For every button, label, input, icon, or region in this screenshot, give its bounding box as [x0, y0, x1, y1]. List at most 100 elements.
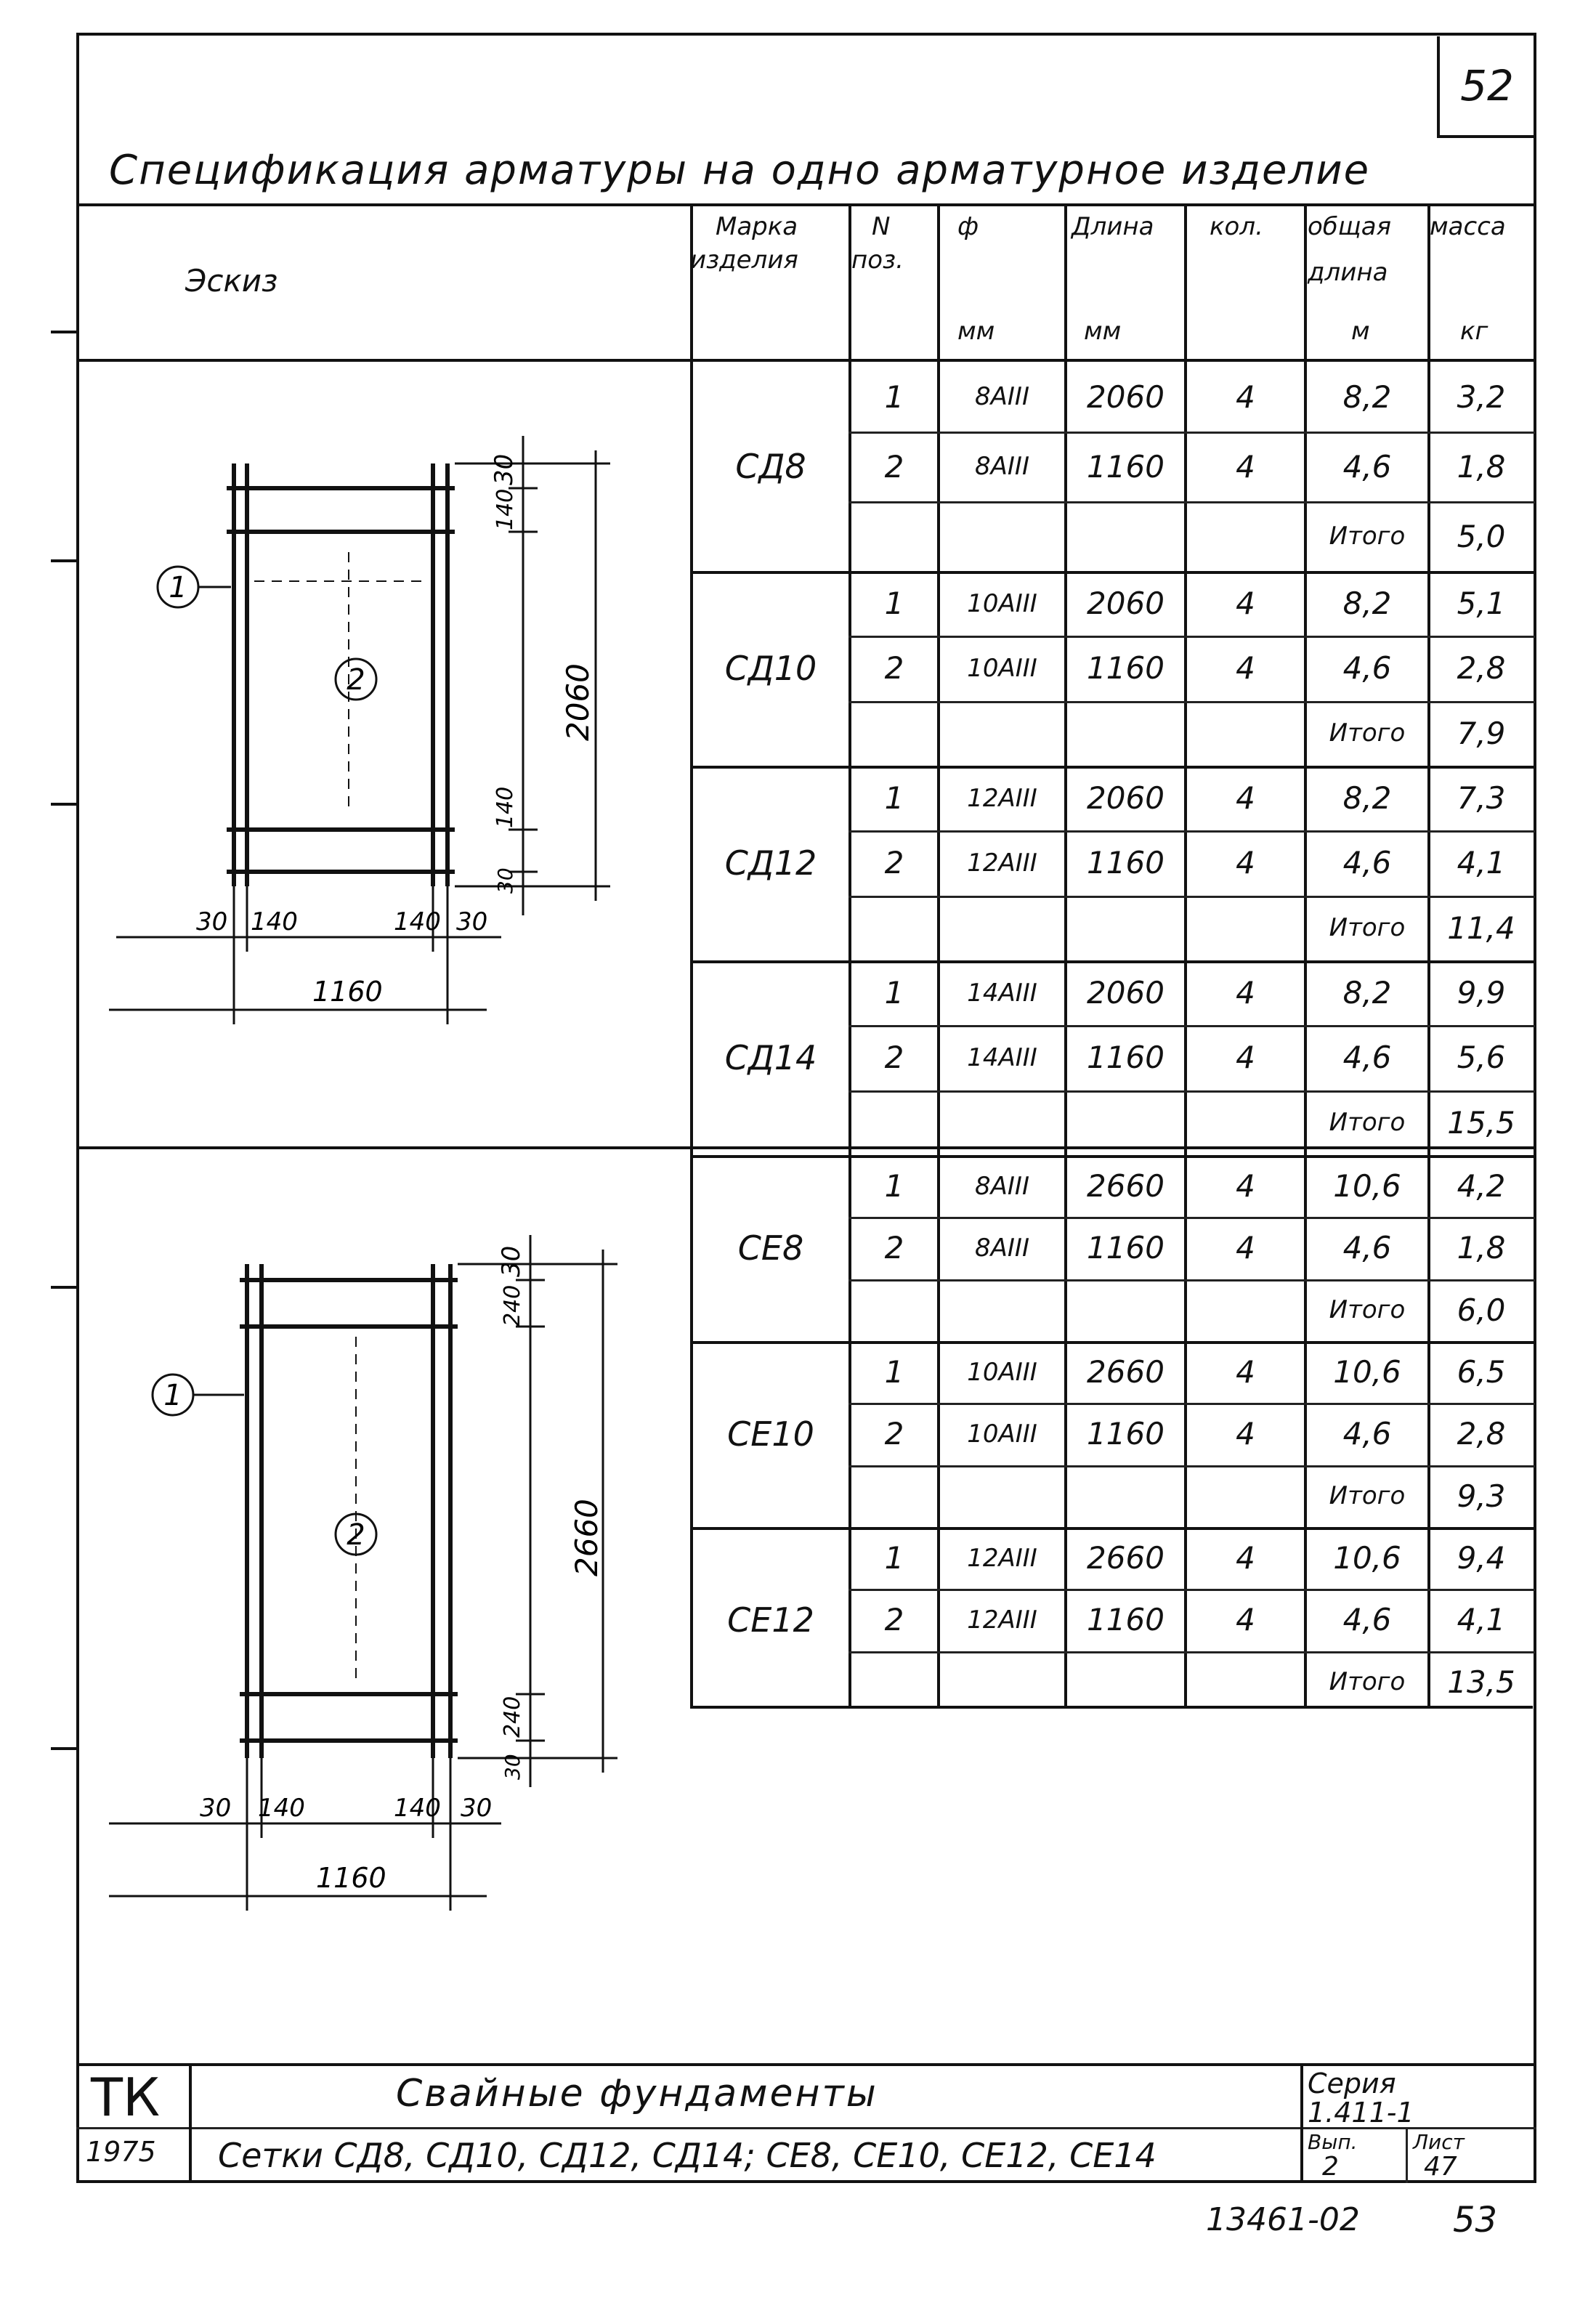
cell-mass: 11,4 — [1447, 910, 1515, 946]
table-top-rule — [76, 203, 1536, 206]
cell-len — [1067, 1651, 1184, 1713]
year: 1975 — [86, 2136, 156, 2168]
cell-pos — [851, 1651, 937, 1713]
cell-pos — [851, 896, 937, 960]
cell-total: 10,6 — [1333, 1540, 1401, 1576]
spec-title: Спецификация арматуры на одно арматурное… — [109, 147, 1371, 194]
cell-total: 10,6 — [1333, 1354, 1401, 1390]
cell-total: Итого — [1329, 1667, 1406, 1697]
cell-total: 4,6 — [1342, 845, 1392, 881]
cell-qty: 4 — [1236, 1040, 1255, 1076]
cell-total: 4,6 — [1342, 448, 1392, 485]
margin-tick — [51, 1747, 78, 1750]
group-mark: СЕ12 — [727, 1600, 814, 1640]
callout-1: 1 — [169, 571, 187, 604]
cell-pos: 2 — [884, 845, 904, 881]
cell-qty: 4 — [1236, 448, 1255, 485]
cell-qty: 4 — [1236, 1230, 1255, 1266]
cell-qty — [1187, 896, 1304, 960]
group-divider — [76, 1146, 1536, 1149]
sheet-name: Сетки СД8, СД10, СД12, СД14; СЕ8, СЕ10, … — [218, 2136, 1157, 2175]
cell-dia: 14AIII — [967, 978, 1037, 1008]
cell-dia: 8AIII — [975, 1233, 1029, 1263]
title-block-top-rule — [76, 2063, 1536, 2066]
cell-dia — [940, 1090, 1064, 1155]
cell-pos — [851, 501, 937, 571]
cell-len: 1160 — [1087, 1416, 1164, 1452]
cell-pos: 1 — [884, 780, 904, 817]
callout-2: 2 — [347, 1518, 365, 1552]
header-len: Длина — [1072, 212, 1154, 241]
cell-qty: 4 — [1236, 1540, 1255, 1576]
dim-bot2: 240 — [500, 1696, 525, 1738]
cell-dia — [940, 1279, 1064, 1341]
col-rule-mark — [690, 203, 693, 1707]
group-rule — [690, 1527, 1535, 1530]
row-rule — [848, 1217, 1535, 1220]
row-rule — [848, 1403, 1535, 1406]
cell-len: 1160 — [1087, 1230, 1164, 1266]
dim-bot2: 140 — [493, 787, 518, 828]
cell-mass: 3,2 — [1457, 378, 1506, 415]
header-mark-2: изделия — [690, 246, 798, 275]
table-bottom-rule — [690, 1706, 1533, 1709]
cell-qty — [1187, 1090, 1304, 1155]
cell-qty: 4 — [1236, 780, 1255, 817]
cell-len: 2060 — [1087, 378, 1164, 415]
cell-dia: 10AIII — [967, 1419, 1037, 1449]
row-rule — [848, 1279, 1535, 1281]
cell-len — [1067, 896, 1184, 960]
col-rule-mass — [1427, 203, 1430, 1707]
dim-w-right-edge: 30 — [456, 907, 487, 936]
group-mark: СЕ10 — [727, 1414, 814, 1454]
footer-page: 53 — [1453, 2200, 1498, 2240]
cell-dia: 8AIII — [975, 1171, 1029, 1201]
cell-len: 2660 — [1087, 1168, 1164, 1204]
issue-label: Вып. — [1308, 2130, 1358, 2154]
cell-qty: 4 — [1236, 586, 1255, 622]
sketch-bottom: 1 2 30 240 2660 240 30 30 140 140 30 116… — [109, 1235, 617, 1911]
cell-len — [1067, 1279, 1184, 1341]
cell-dia: 8AIII — [975, 382, 1029, 411]
cell-len: 2060 — [1087, 586, 1164, 622]
col-rule-len — [1064, 203, 1067, 1707]
header-dia: ф — [957, 212, 979, 241]
cell-len — [1067, 501, 1184, 571]
cell-pos: 1 — [884, 586, 904, 622]
header-total-1: общая — [1308, 212, 1392, 241]
cell-qty: 4 — [1236, 975, 1255, 1011]
cell-mass: 4,1 — [1457, 845, 1506, 881]
header-sketch: Эскиз — [185, 263, 278, 299]
group-mark: СЕ8 — [737, 1228, 804, 1268]
title-block-mid-rule — [76, 2127, 1536, 2129]
dim-width: 1160 — [316, 1862, 386, 1894]
cell-pos: 2 — [884, 448, 904, 485]
cell-pos: 1 — [884, 975, 904, 1011]
row-rule — [848, 830, 1535, 833]
cell-mass: 7,3 — [1457, 780, 1506, 817]
series-value: 1.411-1 — [1308, 2097, 1414, 2129]
page-number: 52 — [1437, 36, 1534, 138]
cell-dia — [940, 1465, 1064, 1527]
cell-pos: 2 — [884, 1416, 904, 1452]
margin-tick — [51, 559, 78, 562]
cell-pos — [851, 1090, 937, 1155]
header-pos-2: поз. — [851, 246, 904, 275]
title-block-rule — [1300, 2063, 1303, 2183]
row-rule — [848, 700, 1535, 703]
group-rule — [690, 571, 1535, 574]
cell-total: 4,6 — [1342, 1230, 1392, 1266]
cell-total: Итого — [1329, 522, 1406, 551]
cell-pos: 2 — [884, 1230, 904, 1266]
cell-mass: 5,1 — [1457, 586, 1506, 622]
cell-pos — [851, 701, 937, 766]
group-rule — [690, 1341, 1535, 1344]
row-rule — [848, 895, 1535, 898]
header-qty: кол. — [1210, 212, 1263, 241]
cell-mass: 6,0 — [1457, 1292, 1506, 1328]
cell-mass: 15,5 — [1447, 1104, 1515, 1141]
cell-pos: 1 — [884, 1540, 904, 1576]
margin-tick — [51, 331, 78, 333]
header-mass: масса — [1430, 212, 1506, 241]
cell-pos: 2 — [884, 650, 904, 687]
